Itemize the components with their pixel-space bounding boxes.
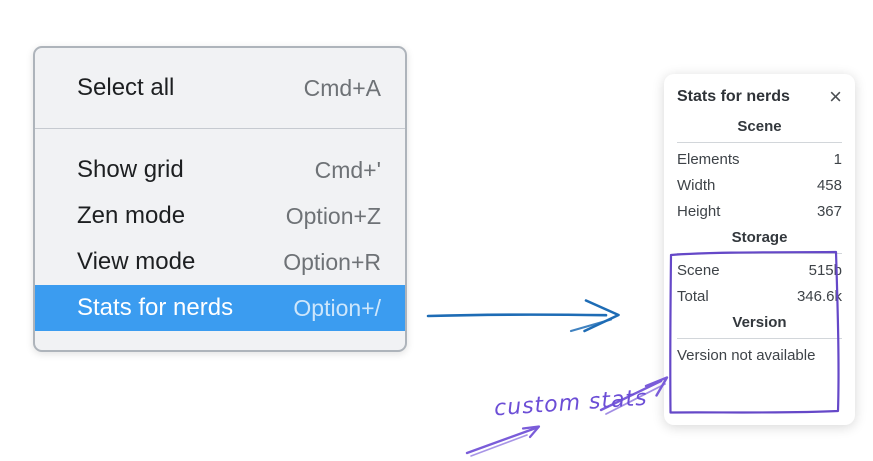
stat-label: Total: [677, 288, 709, 305]
menu-item-stats-for-nerds[interactable]: Stats for nerds Option+/: [35, 285, 405, 331]
stats-panel-header: Stats for nerds ×: [677, 86, 842, 108]
stats-section-storage: Storage Scene 515b Total 346.6k: [677, 229, 842, 305]
stat-value: 367: [816, 203, 842, 220]
stat-label: Width: [677, 177, 716, 194]
context-menu: Select all Cmd+A Show grid Cmd+' Zen mod…: [33, 46, 407, 352]
menu-item-label: Select all: [77, 74, 175, 101]
menu-item-select-all[interactable]: Select all Cmd+A: [35, 48, 405, 128]
stat-row-elements: Elements 1: [677, 151, 842, 168]
stats-panel: Stats for nerds × Scene Elements 1 Width…: [664, 74, 855, 425]
menu-item-label: Show grid: [77, 156, 184, 183]
stat-row-height: Height 367: [677, 203, 842, 220]
stat-label: Scene: [677, 262, 720, 279]
menu-item-label: View mode: [77, 248, 196, 275]
stat-value: 1: [833, 151, 842, 168]
stats-section-scene: Scene Elements 1 Width 458 Height 367: [677, 118, 842, 220]
section-divider: [677, 142, 842, 143]
stats-panel-title: Stats for nerds: [677, 88, 790, 105]
version-note: Version not available: [677, 347, 816, 364]
stat-value: 515b: [808, 262, 842, 279]
menu-item-shortcut: Option+R: [283, 248, 381, 275]
stat-row-scene-size: Scene 515b: [677, 262, 842, 279]
menu-item-zen-mode[interactable]: Zen mode Option+Z: [35, 193, 405, 239]
stat-value: 458: [816, 177, 842, 194]
menu-group: Show grid Cmd+' Zen mode Option+Z View m…: [35, 129, 405, 331]
close-button[interactable]: ×: [829, 86, 842, 108]
menu-item-shortcut: Cmd+A: [303, 74, 381, 101]
custom-stats-arrow: [599, 376, 669, 415]
menu-item-label: Stats for nerds: [77, 294, 234, 321]
section-divider: [677, 253, 842, 254]
section-heading: Storage: [731, 229, 788, 246]
menu-item-show-grid[interactable]: Show grid Cmd+': [35, 147, 405, 193]
stats-section-version: Version Version not available: [677, 314, 842, 364]
menu-divider: [35, 128, 405, 129]
menu-item-shortcut: Option+Z: [285, 202, 381, 229]
menu-item-label: Zen mode: [77, 202, 186, 229]
stat-row-total-size: Total 346.6k: [677, 288, 842, 305]
stat-label: Elements: [677, 151, 740, 168]
stat-row-width: Width 458: [677, 177, 842, 194]
section-divider: [677, 338, 842, 339]
stat-label: Height: [677, 203, 721, 220]
menu-item-shortcut: Option+/: [293, 294, 381, 321]
section-heading: Version: [732, 314, 787, 331]
custom-stats-pointer: [465, 425, 541, 457]
menu-item-view-mode[interactable]: View mode Option+R: [35, 239, 405, 285]
stat-value: 346.6k: [796, 288, 842, 305]
close-icon: ×: [829, 84, 842, 109]
section-heading: Scene: [737, 118, 782, 135]
menu-item-shortcut: Cmd+': [314, 156, 381, 183]
flow-arrow: [426, 299, 620, 333]
custom-stats-label: custom stats: [493, 385, 649, 422]
